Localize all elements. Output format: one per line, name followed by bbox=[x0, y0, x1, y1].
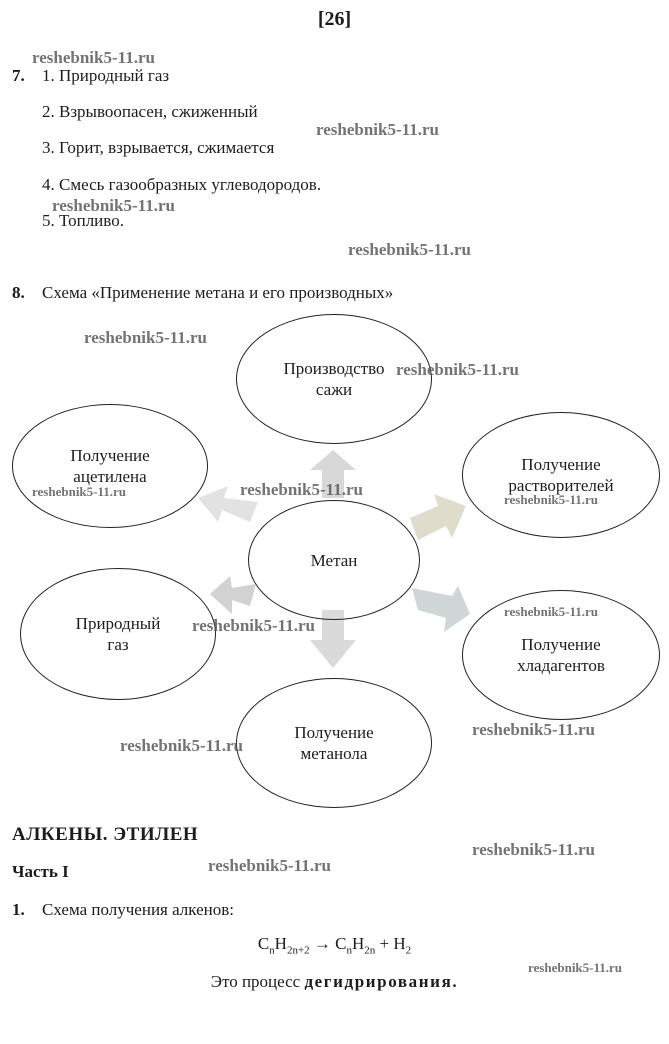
formula-arrow: → bbox=[313, 934, 331, 953]
formula-h1: H bbox=[274, 934, 287, 953]
q7-item-3: 3. Горит, взрывается, сжимается bbox=[42, 138, 275, 157]
node-refrigerants-label: Получение хладагентов bbox=[517, 635, 605, 675]
watermark: reshebnik5-11.ru bbox=[348, 240, 471, 259]
watermark: reshebnik5-11.ru bbox=[84, 328, 207, 347]
watermark: reshebnik5-11.ru bbox=[240, 480, 363, 499]
arrow-to-bottom bbox=[310, 610, 356, 668]
watermark: reshebnik5-11.ru bbox=[316, 120, 439, 139]
formula-sub-2: 2n+2 bbox=[286, 944, 310, 957]
process-prefix: Это процесс bbox=[210, 972, 301, 991]
watermark: reshebnik5-11.ru bbox=[208, 856, 331, 875]
node-solvents-label: Получение растворителей bbox=[508, 455, 614, 495]
q7-item-4: 4. Смесь газообразных углеводородов. bbox=[42, 175, 322, 194]
watermark: reshebnik5-11.ru bbox=[472, 840, 595, 859]
section-part: Часть I bbox=[12, 862, 69, 881]
watermark: reshebnik5-11.ru bbox=[32, 484, 127, 499]
watermark: reshebnik5-11.ru bbox=[52, 196, 175, 215]
node-acetylene-label: Получение ацетилена bbox=[70, 446, 150, 486]
process-word: дегидрирования. bbox=[304, 972, 459, 991]
node-soot-production: Производство сажи bbox=[236, 314, 432, 444]
node-soot-label: Производство сажи bbox=[283, 359, 385, 399]
node-methanol-label: Получение метанола bbox=[294, 723, 374, 763]
formula-sub-1: n bbox=[269, 944, 275, 957]
watermark: reshebnik5-11.ru bbox=[32, 48, 155, 67]
q7-item-2: 2. Взрывоопасен, сжиженный bbox=[42, 102, 258, 121]
formula-c1: C bbox=[257, 934, 270, 953]
q8-number: 8. bbox=[12, 283, 25, 302]
alkene-formula: CnH2n+2 → CnH2n + H2 bbox=[0, 934, 669, 956]
q7-item-1: 1. Природный газ bbox=[42, 66, 170, 85]
q7-number: 7. bbox=[12, 66, 25, 85]
watermark: reshebnik5-11.ru bbox=[472, 720, 595, 739]
q8-title: Схема «Применение метана и его производн… bbox=[42, 283, 394, 302]
formula-sub-5: 2 bbox=[405, 944, 412, 957]
node-methane: Метан bbox=[248, 500, 420, 620]
watermark: reshebnik5-11.ru bbox=[504, 492, 599, 507]
formula-sub-3: n bbox=[346, 944, 353, 957]
watermark: reshebnik5-11.ru bbox=[528, 960, 623, 975]
q7-item-5: 5. Топливо. bbox=[42, 211, 124, 230]
node-methanol: Получение метанола bbox=[236, 678, 432, 808]
node-natural-gas-label: Природный газ bbox=[75, 614, 161, 654]
page-number: [26] bbox=[317, 8, 352, 30]
node-methane-label: Метан bbox=[310, 550, 358, 570]
arrow-to-top-left bbox=[198, 486, 258, 522]
formula-h2: H bbox=[352, 934, 365, 953]
arrow-to-bottom-right bbox=[412, 586, 470, 632]
node-refrigerants: Получение хладагентов bbox=[462, 590, 660, 720]
q1-number: 1. bbox=[12, 900, 25, 919]
node-acetylene: Получение ацетилена bbox=[12, 404, 208, 528]
formula-sub-4: 2n bbox=[364, 944, 376, 957]
arrow-to-top bbox=[310, 450, 356, 498]
formula-plus-h: + H bbox=[379, 934, 406, 953]
arrow-to-top-right bbox=[410, 494, 466, 540]
watermark: reshebnik5-11.ru bbox=[504, 604, 599, 619]
watermark: reshebnik5-11.ru bbox=[396, 360, 519, 379]
arrow-to-bottom-left bbox=[210, 576, 256, 614]
watermark: reshebnik5-11.ru bbox=[192, 616, 315, 635]
process-line: Это процесс дегидрирования. bbox=[0, 972, 669, 992]
q1-title: Схема получения алкенов: bbox=[42, 900, 235, 919]
formula-c2: C bbox=[335, 934, 347, 953]
node-solvents: Получение растворителей bbox=[462, 412, 660, 538]
section-title: АЛКЕНЫ. ЭТИЛЕН bbox=[12, 824, 199, 845]
node-natural-gas: Природный газ bbox=[20, 568, 216, 700]
watermark: reshebnik5-11.ru bbox=[120, 736, 243, 755]
